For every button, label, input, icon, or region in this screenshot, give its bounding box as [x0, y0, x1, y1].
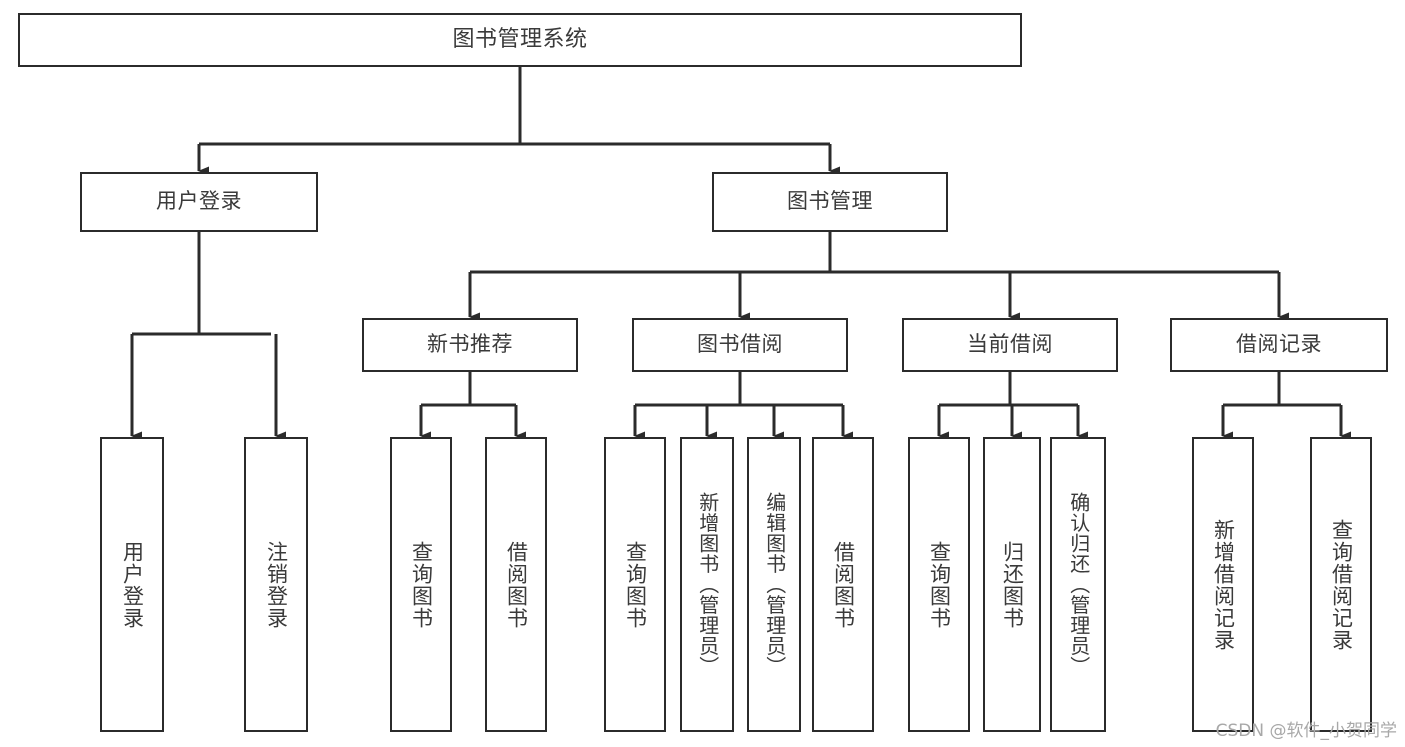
- node-new-book-recommend-label: 新书推荐: [427, 332, 513, 357]
- leaf-borrow-book-2[interactable]: 借阅图书: [812, 437, 874, 732]
- leaf-user-login-label: 用户登录: [120, 540, 145, 629]
- leaf-borrow-book-2-label: 借阅图书: [831, 540, 856, 629]
- leaf-edit-book[interactable]: 编辑图书（管理员）: [747, 437, 801, 732]
- leaf-query-book-1[interactable]: 查询图书: [390, 437, 452, 732]
- leaf-return-book[interactable]: 归还图书: [983, 437, 1041, 732]
- node-root-label: 图书管理系统: [452, 26, 588, 52]
- leaf-add-book-label: 新增图书（管理员）: [695, 492, 720, 677]
- node-root[interactable]: 图书管理系统: [18, 13, 1022, 67]
- node-user-login-label: 用户登录: [156, 189, 242, 214]
- node-borrow-record-label: 借阅记录: [1236, 332, 1322, 357]
- leaf-query-book-1-label: 查询图书: [409, 540, 434, 629]
- leaf-confirm-return[interactable]: 确认归还（管理员）: [1050, 437, 1106, 732]
- node-book-borrow[interactable]: 图书借阅: [632, 318, 848, 372]
- leaf-confirm-return-label: 确认归还（管理员）: [1066, 492, 1091, 677]
- leaf-borrow-book-1[interactable]: 借阅图书: [485, 437, 547, 732]
- leaf-add-book[interactable]: 新增图书（管理员）: [680, 437, 734, 732]
- leaf-add-borrow-record[interactable]: 新增借阅记录: [1192, 437, 1254, 732]
- leaf-query-book-3[interactable]: 查询图书: [908, 437, 970, 732]
- node-book-manage-label: 图书管理: [787, 189, 873, 214]
- node-book-manage[interactable]: 图书管理: [712, 172, 948, 232]
- node-borrow-record[interactable]: 借阅记录: [1170, 318, 1388, 372]
- leaf-query-book-3-label: 查询图书: [927, 540, 952, 629]
- leaf-return-book-label: 归还图书: [1000, 540, 1025, 629]
- node-new-book-recommend[interactable]: 新书推荐: [362, 318, 578, 372]
- leaf-user-logout[interactable]: 注销登录: [244, 437, 308, 732]
- watermark: CSDN @软件_小贺同学: [1215, 721, 1397, 741]
- leaf-edit-book-label: 编辑图书（管理员）: [762, 492, 787, 677]
- leaf-borrow-book-1-label: 借阅图书: [504, 540, 529, 629]
- leaf-query-borrow-record-label: 查询借阅记录: [1329, 518, 1354, 651]
- leaf-add-borrow-record-label: 新增借阅记录: [1211, 518, 1236, 651]
- leaf-query-book-2[interactable]: 查询图书: [604, 437, 666, 732]
- node-book-borrow-label: 图书借阅: [697, 332, 783, 357]
- leaf-query-borrow-record[interactable]: 查询借阅记录: [1310, 437, 1372, 732]
- leaf-user-login[interactable]: 用户登录: [100, 437, 164, 732]
- leaf-query-book-2-label: 查询图书: [623, 540, 648, 629]
- leaf-user-logout-label: 注销登录: [264, 540, 289, 629]
- node-current-borrow-label: 当前借阅: [967, 332, 1053, 357]
- node-current-borrow[interactable]: 当前借阅: [902, 318, 1118, 372]
- node-user-login[interactable]: 用户登录: [80, 172, 318, 232]
